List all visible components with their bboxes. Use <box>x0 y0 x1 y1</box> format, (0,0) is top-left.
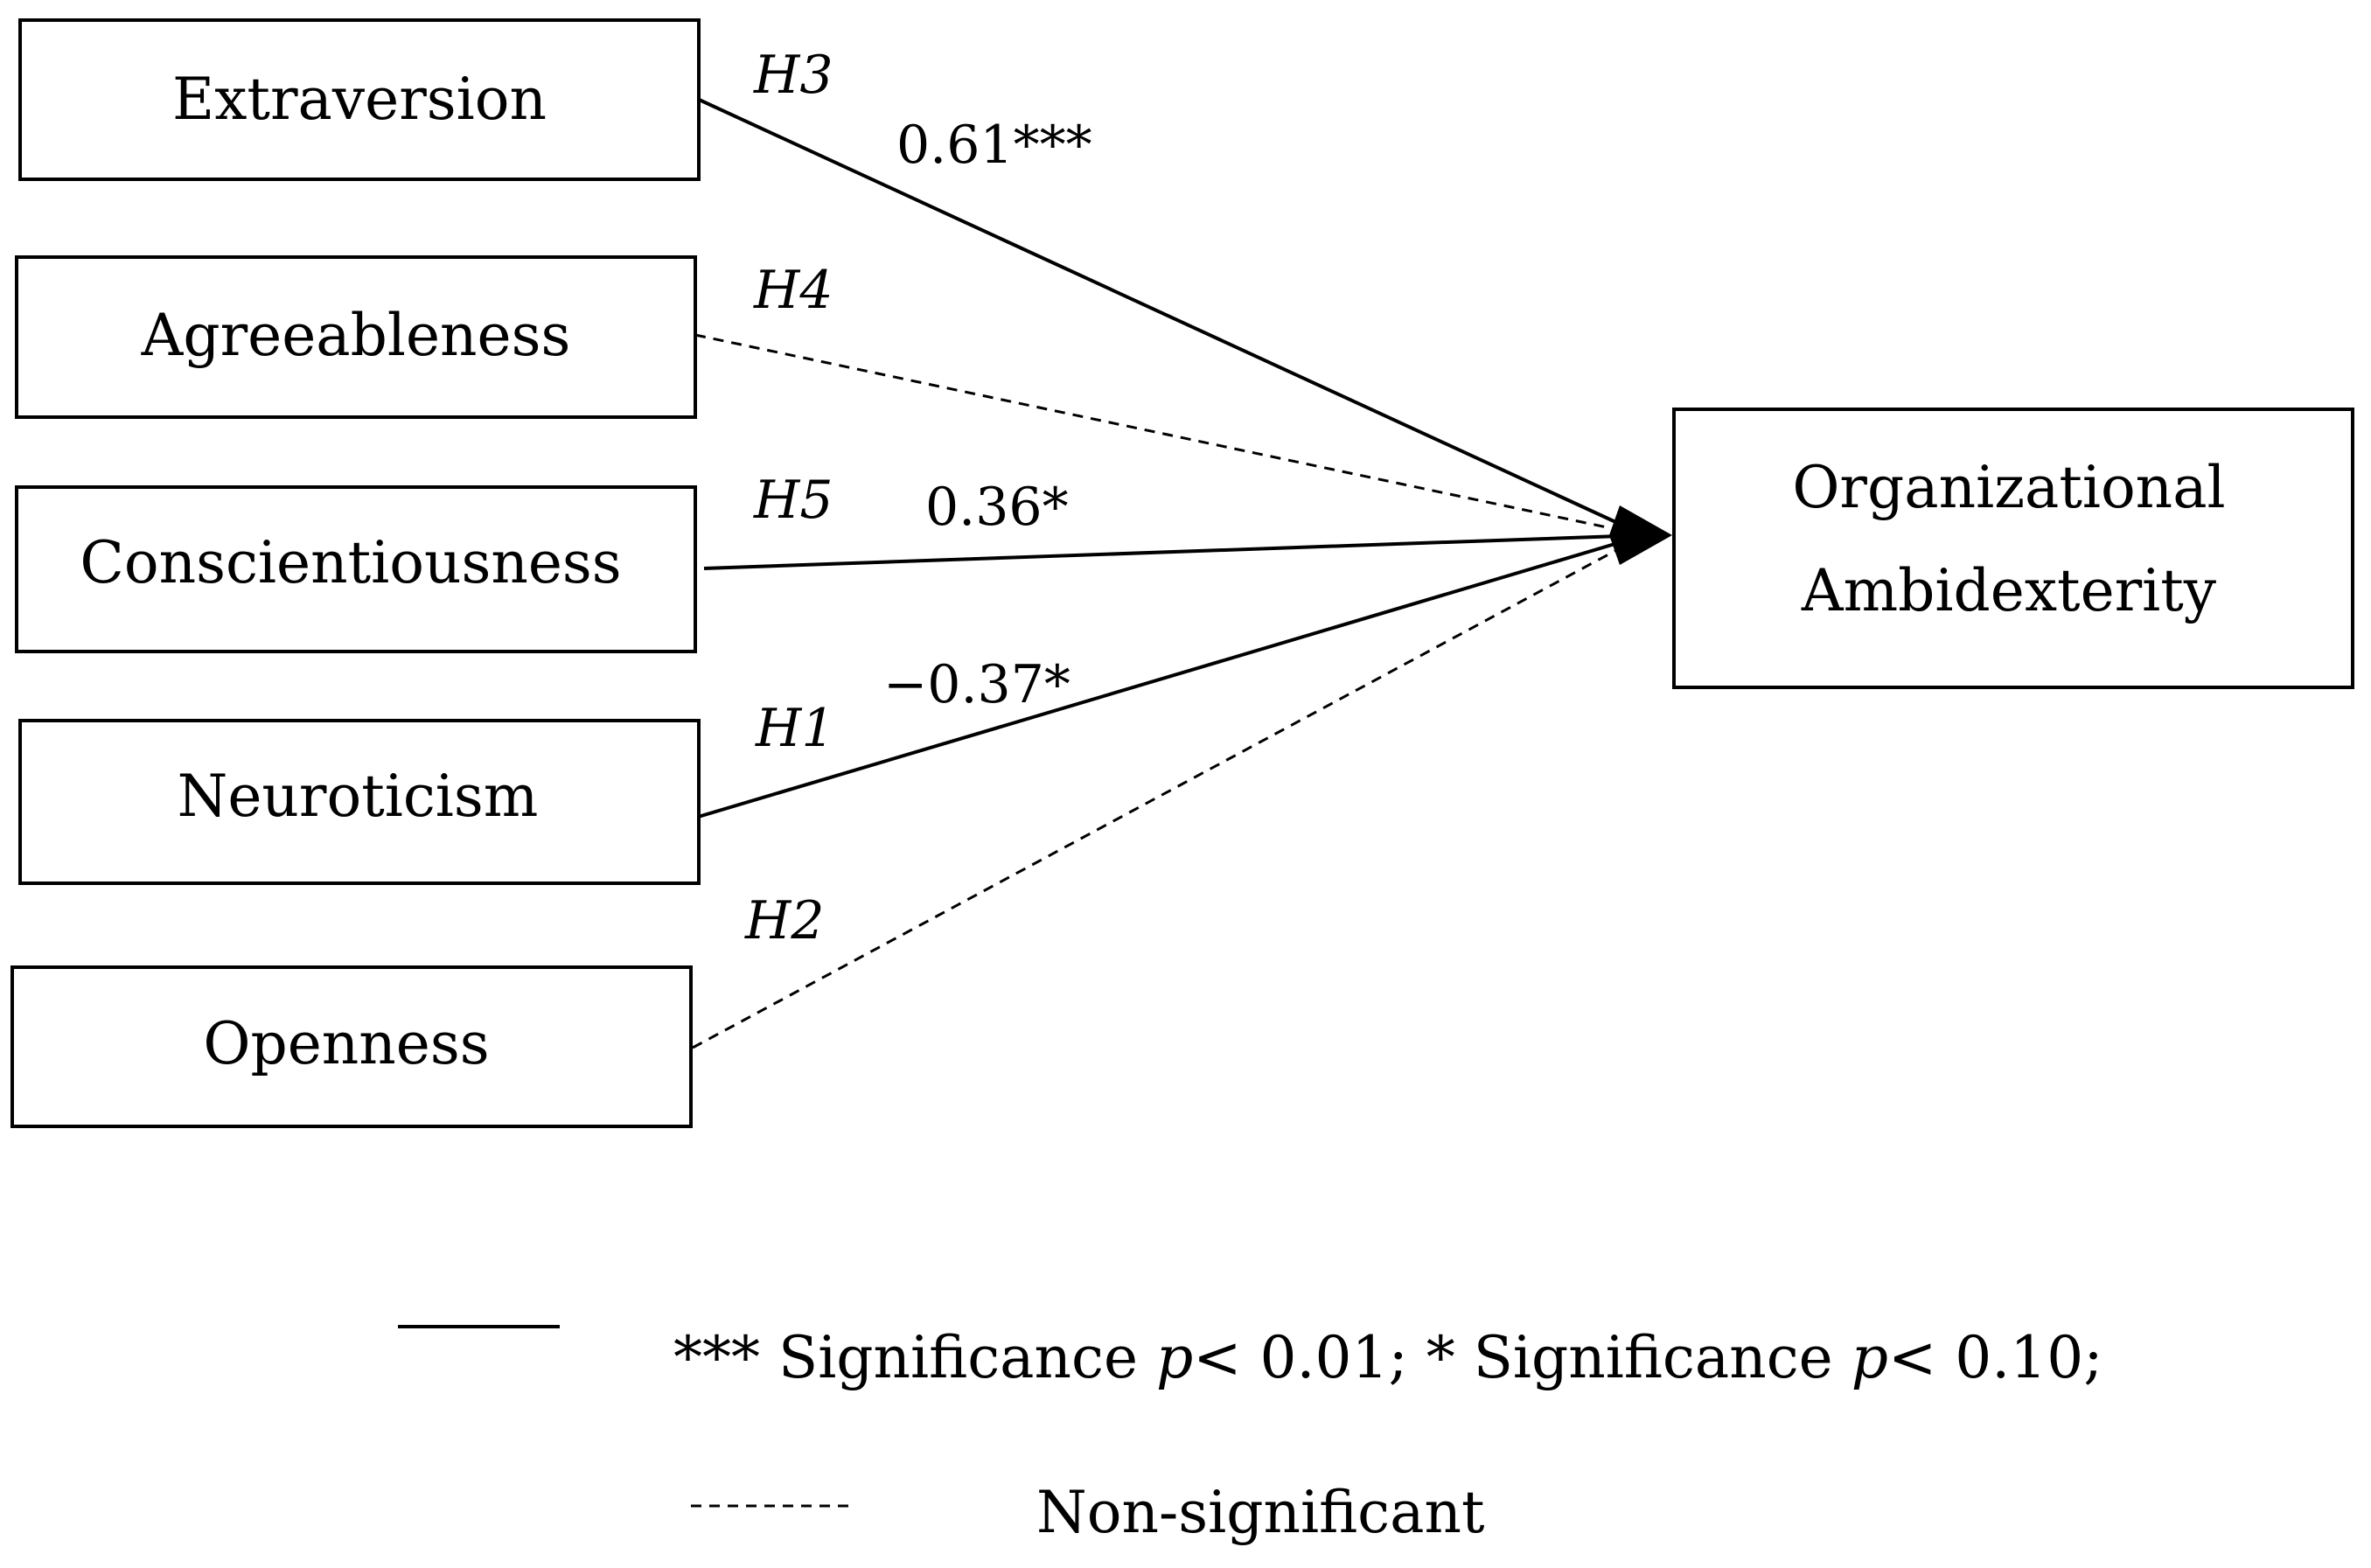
path-conscientiousness <box>703 533 1645 570</box>
box-agreeableness: Agreeableness <box>15 255 697 419</box>
box-extraversion: Extraversion <box>18 18 701 181</box>
box-openness-label: Openness <box>203 1010 489 1077</box>
box-neuroticism: Neuroticism <box>18 719 701 885</box>
path-agreeableness <box>694 333 1645 537</box>
box-conscientiousness: Conscientiousness <box>15 485 697 653</box>
legend: *** Significance p< 0.01; * Significance… <box>398 1324 2103 1546</box>
coefficient-label-extraversion: 0.61*** <box>896 115 1092 176</box>
path-extraversion <box>694 96 1645 537</box>
legend-significance-text: *** Significance p< 0.01; * Significance… <box>673 1324 2103 1391</box>
outcome-label-line1: Organizational <box>1792 454 2225 521</box>
path-neuroticism <box>694 533 1645 819</box>
hypothesis-label-h1: H1 <box>755 698 835 759</box>
path-openness <box>692 533 1645 1049</box>
box-neuroticism-label: Neuroticism <box>178 763 539 830</box>
coefficient-label-neuroticism: −0.37* <box>883 654 1070 715</box>
coefficient-label-conscientiousness: 0.36* <box>925 477 1069 538</box>
arrowhead-icon <box>1609 505 1672 565</box>
box-conscientiousness-label: Conscientiousness <box>80 529 621 596</box>
box-openness: Openness <box>10 965 693 1128</box>
box-extraversion-label: Extraversion <box>172 66 547 133</box>
outcome-label-line2: Ambidexterity <box>1801 557 2217 624</box>
hypothesis-label-h5: H5 <box>753 470 833 531</box>
box-organizational-ambidexterity: Organizational Ambidexterity <box>1672 408 2354 689</box>
hypothesis-label-h4: H4 <box>753 260 833 321</box>
box-agreeableness-label: Agreeableness <box>141 302 571 369</box>
hypothesis-label-h3: H3 <box>753 45 833 106</box>
hypothesis-label-h2: H2 <box>744 890 825 951</box>
legend-nonsignificant-text: Non-significant <box>1036 1479 1485 1546</box>
